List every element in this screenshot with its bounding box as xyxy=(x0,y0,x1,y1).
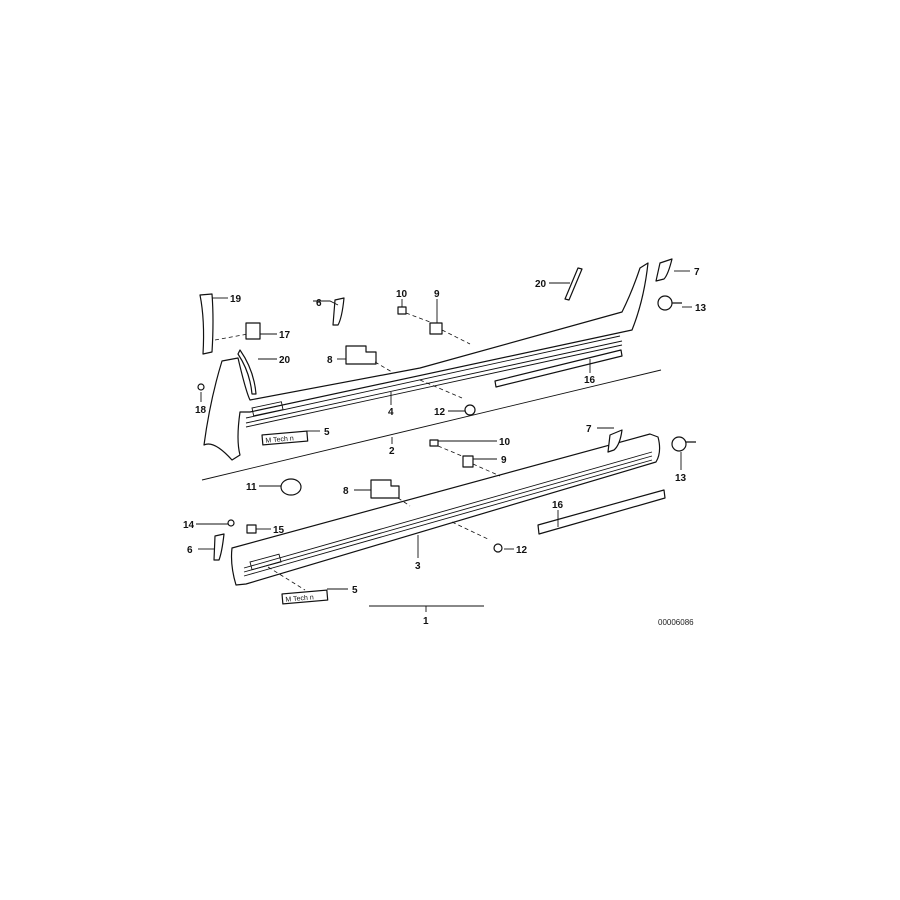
clip-14 xyxy=(227,519,235,527)
callout-13-lower: 13 xyxy=(675,473,687,484)
side-skirt-upper xyxy=(203,262,649,461)
trim-strip-20-right xyxy=(564,267,583,301)
clip-9-lower xyxy=(462,455,474,468)
bracket-8-lower xyxy=(370,479,400,499)
callout-3: 3 xyxy=(415,561,421,572)
callout-11: 11 xyxy=(246,482,257,493)
callout-17: 17 xyxy=(279,330,291,341)
assembly-bracket-1 xyxy=(369,605,484,612)
cover-7-lower xyxy=(607,429,623,453)
callout-16-lower: 16 xyxy=(552,500,564,511)
callout-14: 14 xyxy=(183,520,195,531)
callout-8-upper: 8 xyxy=(327,355,333,366)
callout-labels: 19 6 10 9 20 7 13 17 8 20 18 16 4 12 5 2… xyxy=(183,267,707,627)
callout-10-upper: 10 xyxy=(396,289,408,300)
bolt-10-lower xyxy=(429,439,439,447)
callout-7-upper: 7 xyxy=(694,267,700,278)
callout-20-right: 20 xyxy=(535,279,547,290)
svg-text:M Tech n: M Tech n xyxy=(265,435,294,444)
screw-12-lower xyxy=(493,543,503,553)
grommet-11 xyxy=(280,478,302,496)
badge-5-upper: M Tech n xyxy=(261,430,309,446)
callout-10-lower: 10 xyxy=(499,437,511,448)
callout-5-lower: 5 xyxy=(352,585,358,596)
rivet-18 xyxy=(197,383,205,391)
nut-15 xyxy=(246,524,257,534)
bolt-10-upper xyxy=(397,306,407,315)
callout-6-upper: 6 xyxy=(316,298,322,309)
strip-16-lower xyxy=(537,489,666,535)
callout-6-lower: 6 xyxy=(187,545,193,556)
callout-9-lower: 9 xyxy=(501,455,507,466)
callout-9-upper: 9 xyxy=(434,289,440,300)
cover-7-upper xyxy=(655,258,673,282)
callout-13-upper: 13 xyxy=(695,303,707,314)
bolt-13-upper xyxy=(657,295,682,311)
screw-12-upper xyxy=(464,404,476,416)
bracket-8-upper xyxy=(345,345,377,365)
side-skirt-lower xyxy=(230,433,661,586)
callout-18: 18 xyxy=(195,405,207,416)
callout-7-lower: 7 xyxy=(586,424,592,435)
cover-6-lower xyxy=(213,533,225,561)
bolt-13-lower xyxy=(671,436,696,452)
callout-2: 2 xyxy=(389,446,395,457)
callout-12-upper: 12 xyxy=(434,407,446,418)
badge-5-lower: M Tech n xyxy=(281,589,329,605)
reference-code: 00006086 xyxy=(658,618,694,627)
clip-17 xyxy=(245,322,261,340)
callout-8-lower: 8 xyxy=(343,486,349,497)
trim-strip-19 xyxy=(199,293,214,355)
callout-4: 4 xyxy=(388,407,394,418)
callout-1: 1 xyxy=(423,616,429,627)
callout-20-left: 20 xyxy=(279,355,291,366)
callout-12-lower: 12 xyxy=(516,545,528,556)
clip-9-upper xyxy=(429,322,443,335)
leader-lines xyxy=(196,270,692,590)
svg-text:M Tech n: M Tech n xyxy=(285,594,314,603)
divider-line xyxy=(201,369,662,481)
callout-19: 19 xyxy=(230,294,242,305)
callout-5-upper: 5 xyxy=(324,427,330,438)
cover-6-upper xyxy=(332,297,345,326)
callout-15: 15 xyxy=(273,525,285,536)
callout-16-upper: 16 xyxy=(584,375,596,386)
trim-strip-20-left xyxy=(237,349,257,395)
